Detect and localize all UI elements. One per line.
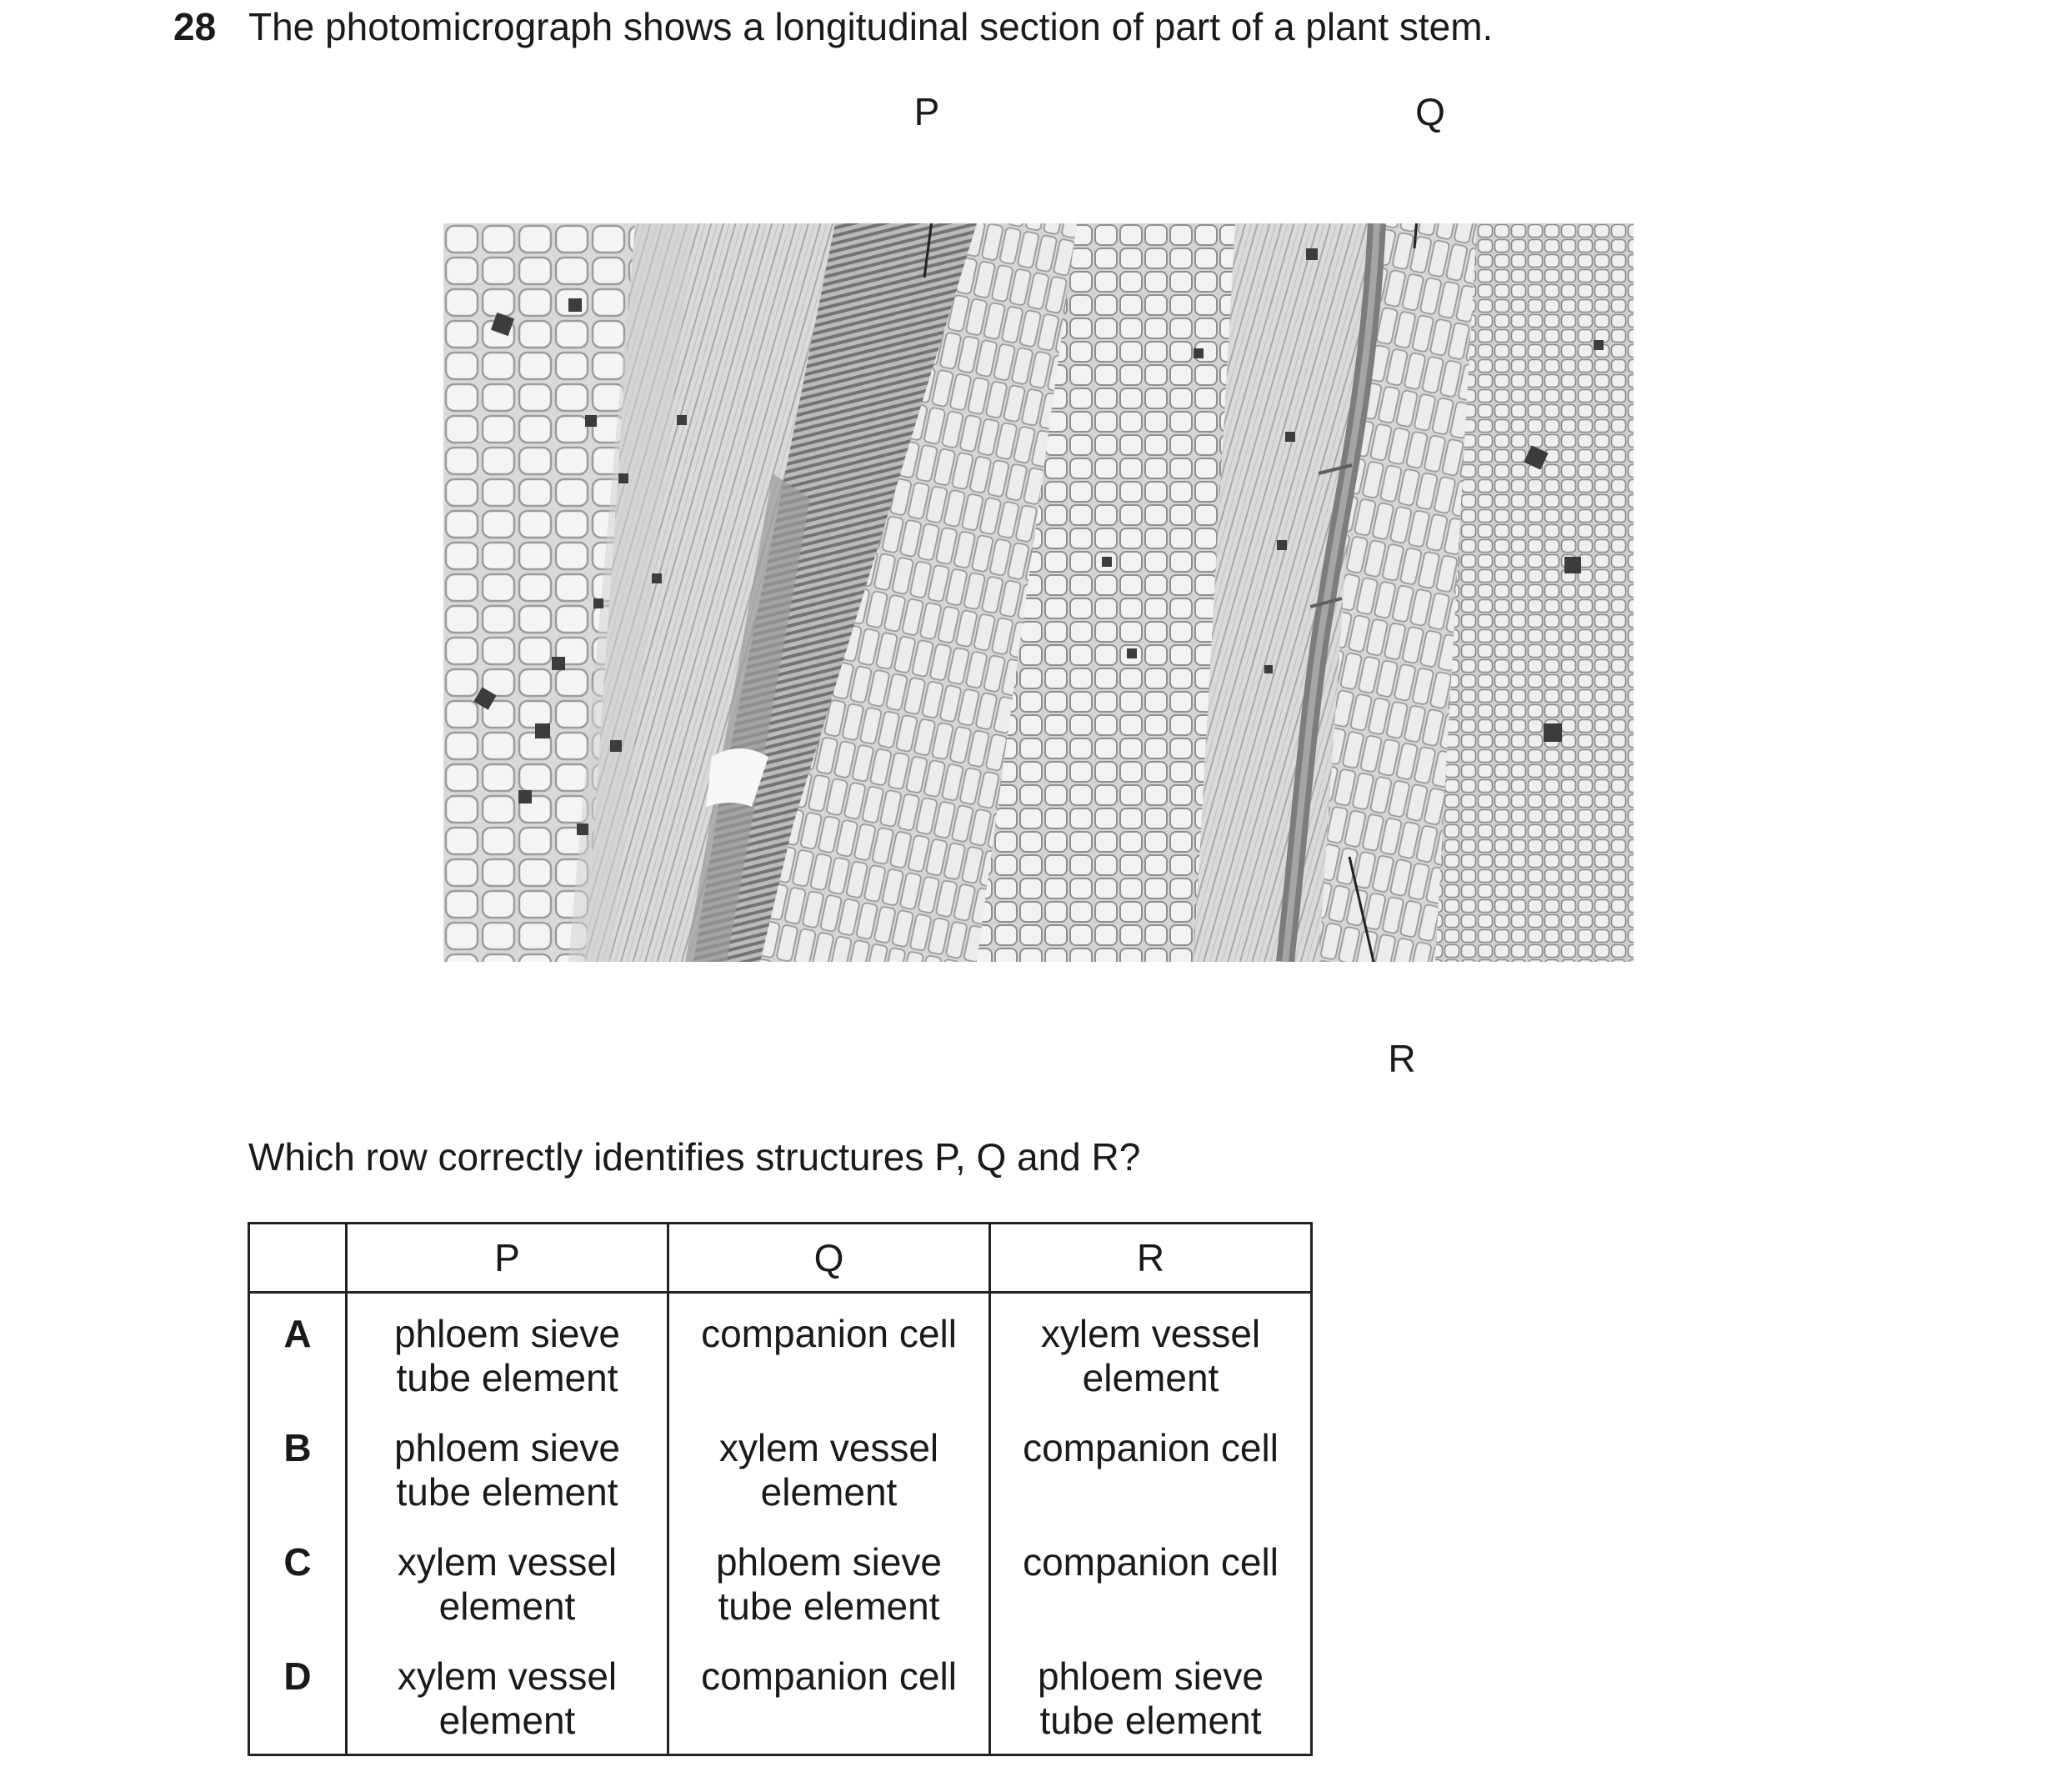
row-letter: C xyxy=(248,1522,348,1636)
cell-r: companion cell xyxy=(988,1408,1313,1522)
question-stem: The photomicrograph shows a longitudinal… xyxy=(248,5,1494,48)
cell-q: companion cell xyxy=(667,1636,991,1756)
table-row[interactable]: B phloem sieve tube element xylem vessel… xyxy=(248,1408,1313,1522)
table-row[interactable]: C xylem vessel element phloem sieve tube… xyxy=(248,1522,1313,1636)
cell-text: xylem vessel element xyxy=(397,1540,618,1628)
cell-q: phloem sieve tube element xyxy=(667,1522,991,1636)
row-letter: B xyxy=(248,1408,348,1522)
label-r: R xyxy=(1388,1037,1416,1080)
cell-p: xylem vessel element xyxy=(345,1636,669,1756)
label-p: P xyxy=(913,90,940,133)
cell-p: xylem vessel element xyxy=(345,1522,669,1636)
cell-text: companion cell xyxy=(1023,1540,1279,1584)
header-p: P xyxy=(345,1222,669,1294)
cell-r: phloem sieve tube element xyxy=(988,1636,1313,1756)
cell-text: phloem sieve tube element xyxy=(393,1426,621,1514)
cell-text: xylem vessel element xyxy=(1040,1312,1261,1399)
cell-r: xylem vessel element xyxy=(988,1291,1313,1408)
answer-table: P Q R A phloem sieve tube element compan… xyxy=(248,1222,1313,1756)
cell-text: companion cell xyxy=(1023,1426,1279,1469)
row-letter: D xyxy=(248,1636,348,1756)
header-blank xyxy=(248,1222,348,1294)
cell-p: phloem sieve tube element xyxy=(345,1408,669,1522)
cell-text: phloem sieve tube element xyxy=(1037,1654,1264,1742)
cell-r: companion cell xyxy=(988,1522,1313,1636)
table-row[interactable]: D xylem vessel element companion cell ph… xyxy=(248,1636,1313,1756)
cell-text: phloem sieve tube element xyxy=(393,1312,621,1399)
cell-text: xylem vessel element xyxy=(397,1654,618,1742)
question-number: 28 xyxy=(173,5,217,48)
micrograph-figure: P Q R xyxy=(0,83,2067,1100)
cell-text: phloem sieve tube element xyxy=(715,1540,943,1628)
cell-text: companion cell xyxy=(701,1654,957,1698)
table-row[interactable]: A phloem sieve tube element companion ce… xyxy=(248,1291,1313,1408)
header-q: Q xyxy=(667,1222,991,1294)
cell-p: phloem sieve tube element xyxy=(345,1291,669,1408)
label-q: Q xyxy=(1415,90,1445,133)
cell-q: companion cell xyxy=(667,1291,991,1408)
row-letter: A xyxy=(248,1291,348,1408)
cell-q: xylem vessel element xyxy=(667,1408,991,1522)
prompt-text: Which row correctly identifies structure… xyxy=(248,1135,1141,1179)
table-header-row: P Q R xyxy=(248,1222,1313,1294)
cell-text: xylem vessel element xyxy=(718,1426,939,1514)
photomicrograph xyxy=(443,223,1634,962)
cell-text: companion cell xyxy=(701,1312,957,1355)
header-r: R xyxy=(988,1222,1313,1294)
